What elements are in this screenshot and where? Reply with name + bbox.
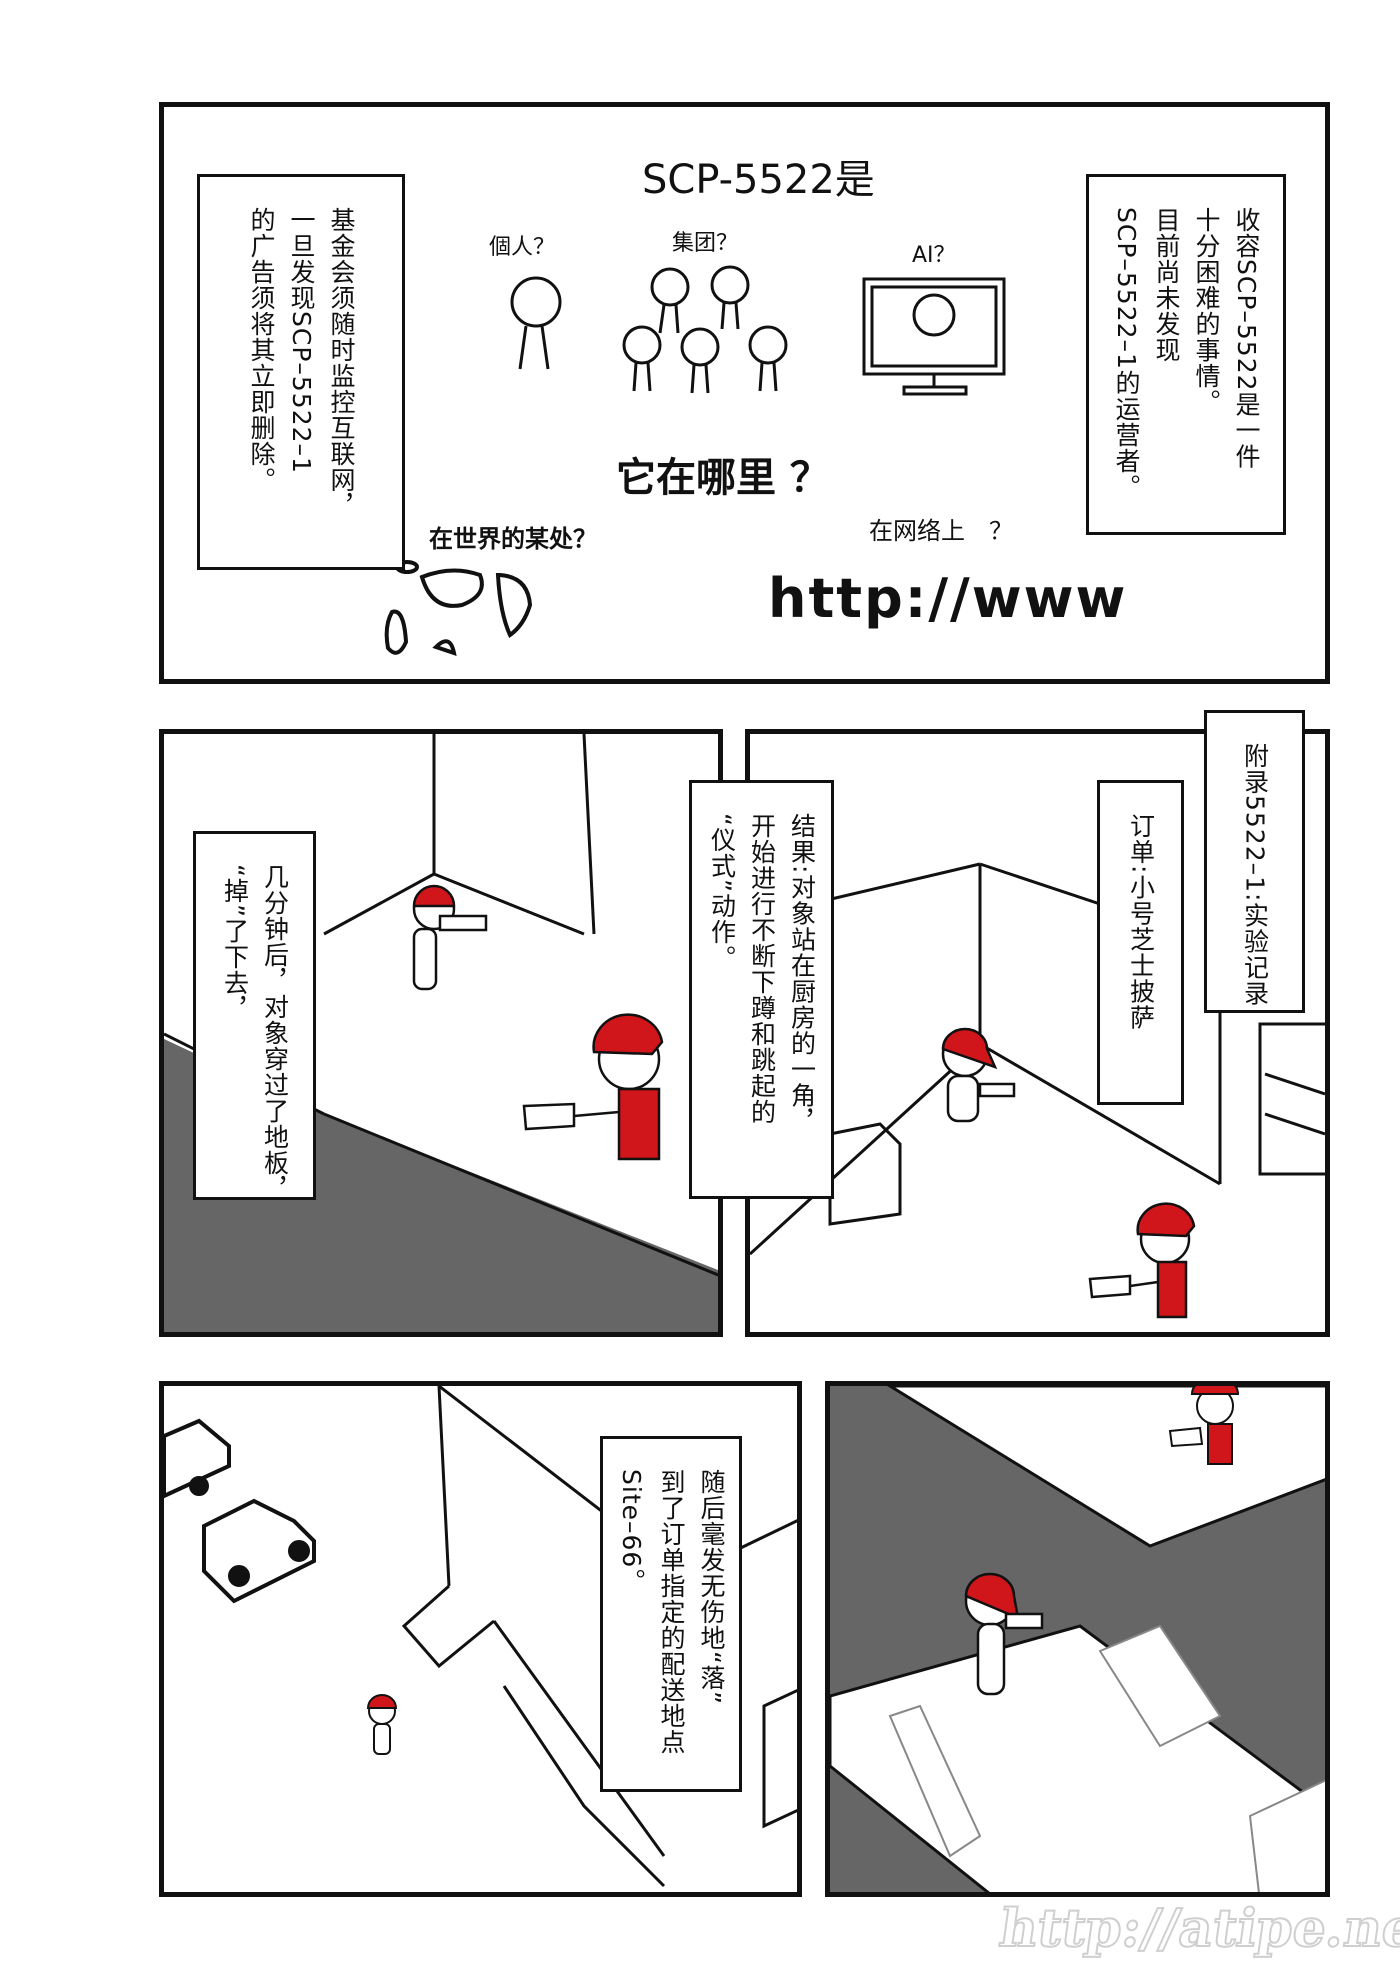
caption-line: 开始进行不断下蹲和跳起的 bbox=[747, 813, 777, 1125]
individual-figure bbox=[510, 276, 562, 370]
monitor-icon bbox=[862, 277, 1006, 396]
caption-order: 订单:小号芝士披萨 bbox=[1097, 780, 1184, 1105]
world-map-icon bbox=[384, 560, 533, 656]
caption-line: 的广告须将其立即删除。 bbox=[247, 207, 276, 493]
caption-line: 几分钟后，对象穿过了地板， bbox=[260, 864, 290, 1202]
falling-delivery-person bbox=[366, 1694, 398, 1755]
caption-appendix: 附录5522–1:实验记录 bbox=[1204, 710, 1305, 1013]
delivery-person bbox=[522, 1013, 664, 1161]
caption-line: 到了订单指定的配送地点 bbox=[657, 1469, 686, 1755]
caption-line: 随后毫发无伤地“落” bbox=[697, 1469, 726, 1705]
panel-6-drawings bbox=[830, 1386, 1325, 1892]
caption-containment: 收容SCP–5522是一件 十分困难的事情。 目前尚未发现 SCP–5522–1… bbox=[1086, 174, 1286, 535]
caption-line: SCP–5522–1的运营者。 bbox=[1112, 207, 1141, 500]
panel-3 bbox=[745, 729, 1330, 1337]
delivery-person bbox=[1168, 1386, 1240, 1465]
where-question: 它在哪里 ？ bbox=[616, 455, 830, 501]
caption-line: 十分困难的事情。 bbox=[1192, 207, 1221, 415]
caption-line: 收容SCP–5522是一件 bbox=[1232, 207, 1261, 470]
car-icon bbox=[164, 1418, 316, 1604]
landing-delivery-person bbox=[964, 1572, 1044, 1696]
caption-line: 一旦发现SCP–5522–1 bbox=[287, 207, 316, 474]
caption-line: “掉”了下去， bbox=[220, 864, 250, 1022]
caption-line: 附录5522–1:实验记录 bbox=[1240, 743, 1270, 1007]
panel-1-title: SCP-5522是 bbox=[642, 157, 875, 203]
watermark: http://atipe.net/ bbox=[995, 1897, 1400, 1960]
label-individual: 個人？ bbox=[489, 235, 556, 260]
caption-line: Site–66。 bbox=[617, 1469, 646, 1595]
label-network: 在网络上 ？ bbox=[869, 517, 1013, 545]
label-group: 集团？ bbox=[672, 231, 739, 256]
label-ai: AI？ bbox=[912, 243, 956, 268]
url-text: http://www bbox=[768, 567, 1128, 630]
caption-ritual: 结果:对象站在厨房的一角， 开始进行不断下蹲和跳起的 “仪式”动作。 bbox=[689, 780, 834, 1199]
panel-1-drawings bbox=[384, 265, 1006, 656]
caption-monitoring: 基金会须随时监控互联网， 一旦发现SCP–5522–1 的广告须将其立即删除。 bbox=[197, 174, 405, 570]
caption-line: 目前尚未发现 bbox=[1152, 207, 1181, 363]
caption-line: “仪式”动作。 bbox=[707, 813, 737, 971]
caption-line: 结果:对象站在厨房的一角， bbox=[787, 813, 817, 1135]
delivery-person bbox=[1088, 1202, 1196, 1319]
falling-delivery-person bbox=[412, 884, 488, 991]
group-figures bbox=[622, 265, 788, 394]
caption-landed: 随后毫发无伤地“落” 到了订单指定的配送地点 Site–66。 bbox=[600, 1436, 742, 1792]
caption-line: 基金会须随时监控互联网， bbox=[327, 207, 356, 519]
panel-6 bbox=[825, 1381, 1330, 1897]
caption-line: 订单:小号芝士披萨 bbox=[1126, 813, 1156, 1031]
label-world: 在世界的某处？ bbox=[429, 525, 597, 553]
squatting-delivery-person bbox=[941, 1027, 1016, 1123]
caption-fell-through: 几分钟后，对象穿过了地板， “掉”了下去， bbox=[193, 831, 316, 1202]
